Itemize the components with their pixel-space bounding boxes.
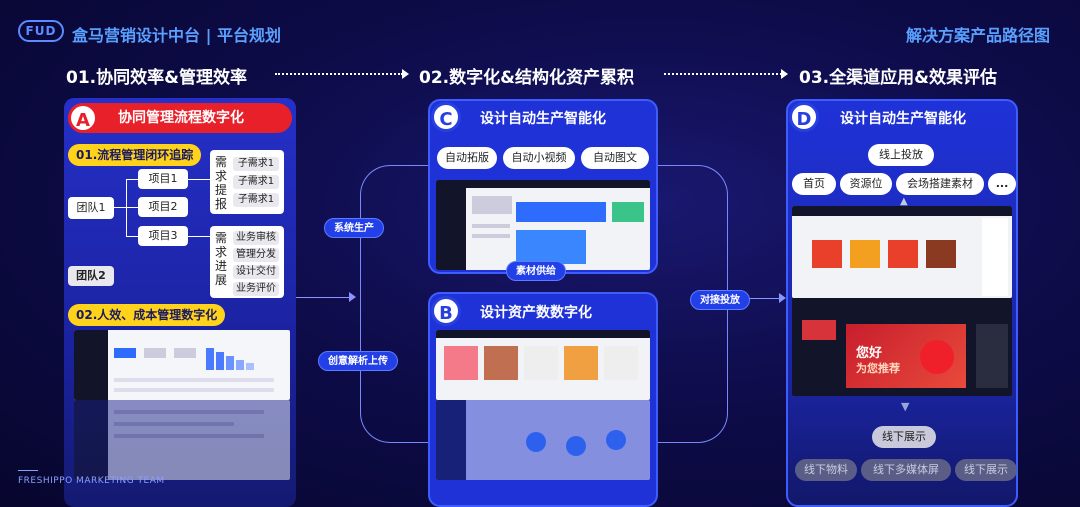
stage-arrow-1 — [275, 73, 403, 75]
dashboard-screenshot — [74, 330, 290, 400]
tree-connector — [126, 236, 138, 237]
flow-creative-upload: 创意解析上传 — [318, 351, 398, 371]
flow-delivery: 对接投放 — [690, 290, 750, 310]
brand-logo: FUD — [18, 20, 64, 42]
page-subtitle: 解决方案产品路径图 — [905, 26, 1050, 45]
badge-d-icon: D — [789, 102, 819, 132]
arrow-right-icon — [779, 293, 786, 303]
tree-connector — [188, 236, 210, 237]
footer-team: FRESHIPPO MARKETING TEAM — [18, 476, 165, 486]
promo-recommend: 为您推荐 — [856, 362, 900, 375]
stage-2-title: 02.数字化&结构化资产累积 — [419, 68, 634, 88]
online-channel-screenshot — [792, 206, 1012, 298]
stage-1-title: 01.协同效率&管理效率 — [66, 68, 247, 88]
progress-step: 设计交付 — [233, 265, 279, 279]
section-c-title: 设计自动生产智能化 — [480, 111, 606, 127]
section-a-title: 协同管理流程数字化 — [68, 103, 292, 133]
tag-resource-slot: 资源位 — [840, 173, 892, 195]
tag-online-delivery: 线上投放 — [868, 144, 934, 166]
tag-offline-display-2: 线下展示 — [955, 459, 1017, 481]
footer-divider — [18, 470, 38, 471]
page-title: 盒马营销设计中台 | 平台规划 — [72, 26, 281, 45]
arrow-up-icon: ▲ — [900, 196, 908, 207]
section-d-title: 设计自动生产智能化 — [840, 111, 966, 127]
section-b-title: 设计资产数数字化 — [480, 305, 592, 321]
team-2: 团队2 — [68, 266, 114, 286]
tree-connector — [126, 179, 138, 180]
flow-material-supply: 素材供给 — [506, 261, 566, 281]
stage-3-title: 03.全渠道应用&效果评估 — [799, 68, 997, 88]
offline-design-editor-screenshot: 您好 为您推荐 — [792, 298, 1012, 396]
tree-connector — [114, 207, 126, 208]
arrow-right-icon — [781, 69, 788, 79]
requirement-label: 需求提报 — [215, 155, 228, 211]
tag-auto-video: 自动小视频 — [503, 147, 575, 169]
flow-loop-line — [360, 165, 430, 443]
sub-requirement: 子需求1 — [233, 193, 279, 207]
stage-arrow-2 — [664, 73, 782, 75]
progress-step: 业务评价 — [233, 282, 279, 296]
project-1: 项目1 — [138, 169, 188, 189]
tag-offline-screen: 线下多媒体屏 — [861, 459, 951, 481]
connector-line — [728, 298, 782, 299]
tree-connector — [126, 207, 138, 208]
tag-auto-layout: 自动拓版 — [437, 147, 497, 169]
arrow-right-icon — [402, 69, 409, 79]
dashboard-screenshot-faded — [74, 400, 290, 480]
subsection-process-tracking: 01.流程管理闭环追踪 — [68, 144, 202, 166]
asset-library-screenshot-faded — [436, 400, 650, 480]
team-1: 团队1 — [68, 197, 114, 219]
subsection-cost-management: 02.人效、成本管理数字化 — [68, 304, 226, 326]
badge-a-icon: A — [68, 103, 98, 133]
tag-offline-material: 线下物料 — [795, 459, 857, 481]
progress-step: 管理分发 — [233, 248, 279, 262]
asset-library-screenshot — [436, 330, 650, 400]
badge-b-icon: B — [431, 296, 461, 326]
sub-requirement: 子需求1 — [233, 157, 279, 171]
tree-connector — [188, 179, 210, 180]
arrow-right-icon — [349, 292, 356, 302]
progress-step: 业务审核 — [233, 231, 279, 245]
arrow-down-icon: ▼ — [901, 400, 910, 413]
tag-offline-display: 线下展示 — [872, 426, 936, 448]
tag-venue-material: 会场搭建素材 — [896, 173, 984, 195]
promo-greeting: 您好 — [856, 346, 883, 361]
auto-production-screenshot — [436, 180, 650, 270]
flow-system-production: 系统生产 — [324, 218, 384, 238]
sub-requirement: 子需求1 — [233, 175, 279, 189]
project-3: 项目3 — [138, 226, 188, 246]
tag-auto-graphic: 自动图文 — [581, 147, 649, 169]
connector-line — [296, 297, 352, 298]
tag-homepage: 首页 — [792, 173, 836, 195]
badge-c-icon: C — [431, 102, 461, 132]
project-2: 项目2 — [138, 197, 188, 217]
progress-label: 需求进展 — [215, 231, 228, 287]
tag-more: ... — [988, 173, 1016, 195]
